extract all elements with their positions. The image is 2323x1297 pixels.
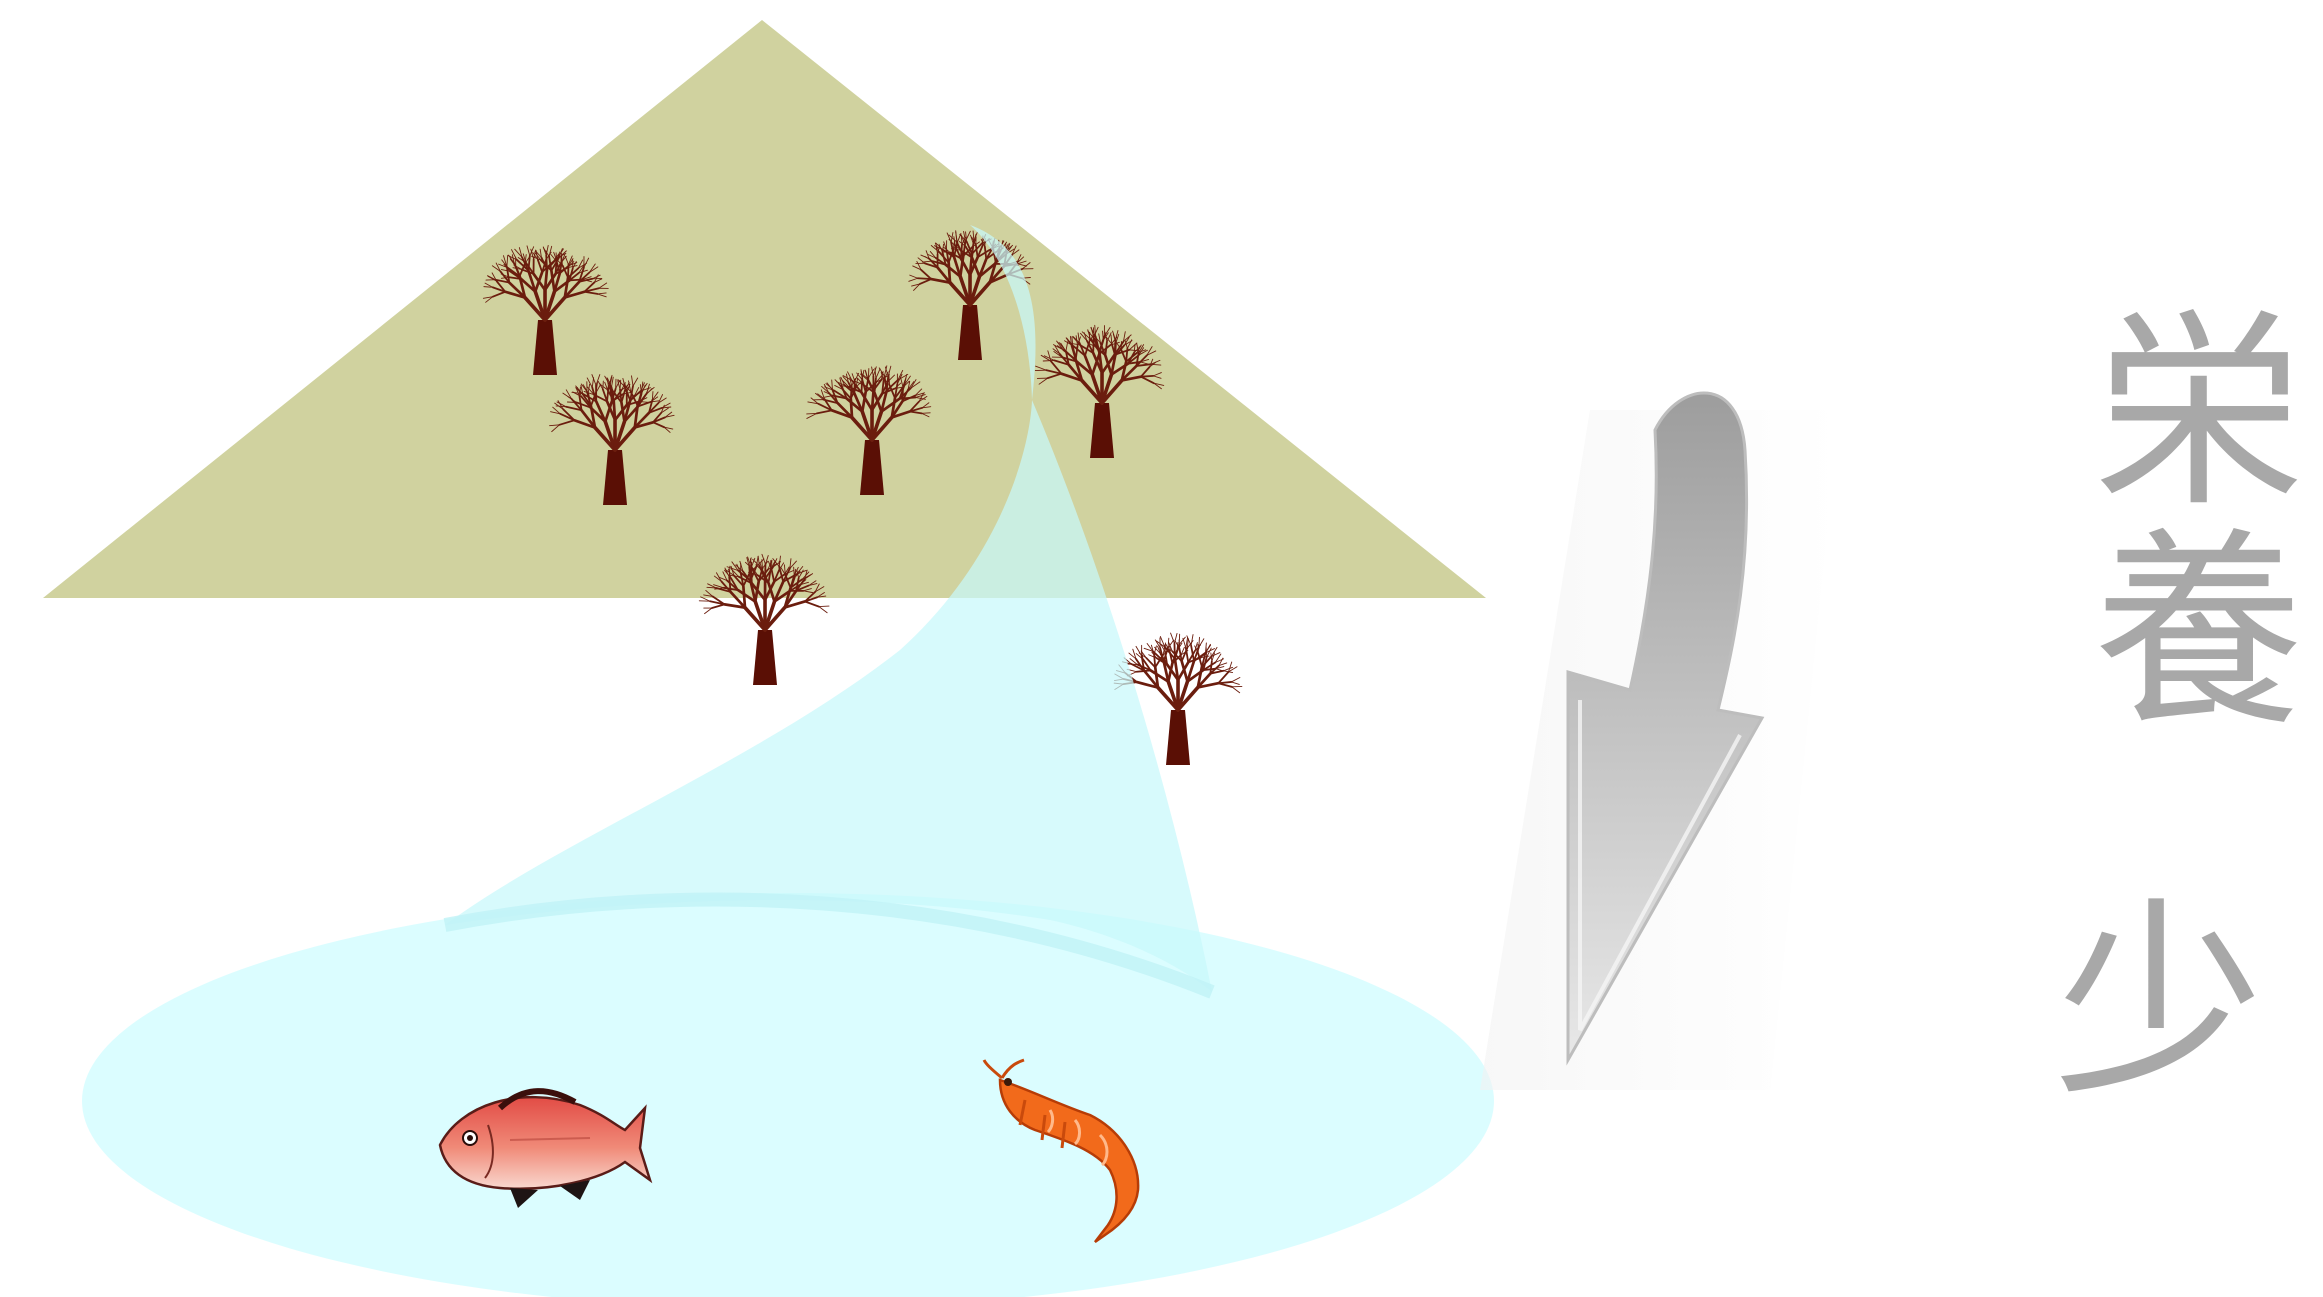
tree-trunk [753, 630, 777, 685]
tree [549, 374, 675, 505]
tree-trunk [860, 440, 884, 495]
tree [1034, 324, 1165, 458]
tree-trunk [603, 450, 627, 505]
shrimp-icon [982, 1058, 1140, 1244]
nutrient-label: 栄養 少 [2010, 300, 2310, 1150]
tree-trunk [958, 305, 982, 360]
label-few: 少 [2018, 890, 2263, 1110]
tree-trunk [533, 320, 557, 375]
tree-trunk [1166, 710, 1190, 765]
label-nutrition: 栄養 [2058, 300, 2303, 740]
mountain [43, 20, 1486, 598]
tree [806, 365, 932, 495]
sea [82, 893, 1494, 1297]
nutrient-stream [445, 225, 1212, 992]
tree-trunk [1090, 403, 1114, 458]
fish-icon [438, 1088, 653, 1208]
stream-edge [443, 892, 1215, 999]
tree [482, 245, 609, 375]
down-arrow-icon [1480, 391, 1840, 1090]
tree [698, 553, 830, 685]
